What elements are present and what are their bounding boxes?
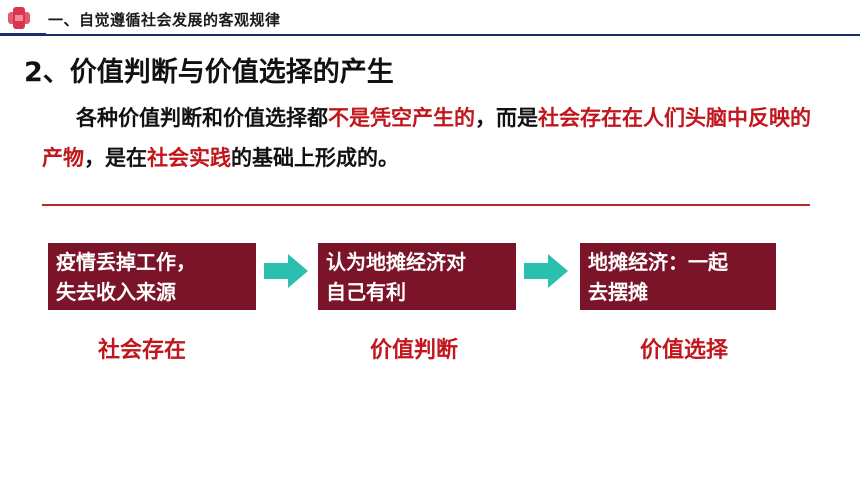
label-value-judgment: 价值判断 (370, 338, 459, 363)
flow-box-social-existence: 疫情丢掉工作， 失去收入来源 (48, 243, 256, 310)
label-social-existence: 社会存在 (98, 338, 187, 363)
para-text: 各种价值判断和价值选择都 (76, 106, 328, 130)
arrow-right-icon (264, 254, 308, 288)
para-text: ，而是 (475, 106, 538, 130)
body-paragraph: 各种价值判断和价值选择都不是凭空产生的，而是社会存在在人们头脑中反映的产物，是在… (42, 98, 812, 178)
para-text: ，是在 (84, 146, 147, 170)
arrow-right-icon (524, 254, 568, 288)
box-line: 去摆摊 (588, 280, 648, 304)
box-line: 疫情丢掉工作， (56, 250, 196, 274)
header-accent-line (0, 33, 46, 36)
slide-heading: 2、价值判断与价值选择的产生 (24, 57, 394, 88)
header-divider (46, 34, 860, 36)
flow-box-value-judgment: 认为地摊经济对 自己有利 (318, 243, 516, 310)
label-value-choice: 价值选择 (640, 338, 729, 363)
box-line: 自己有利 (326, 280, 406, 304)
top-bar: 一、自觉遵循社会发展的客观规律 (0, 0, 860, 36)
para-highlight: 社会存在在人们头脑中反映的产物 (42, 106, 811, 170)
para-highlight: 社会实践 (147, 146, 231, 170)
section-title: 一、自觉遵循社会发展的客观规律 (48, 11, 281, 29)
flow-box-value-choice: 地摊经济：一起 去摆摊 (580, 243, 776, 310)
content-divider (42, 204, 810, 206)
logo-icon (8, 7, 30, 29)
box-line: 地摊经济：一起 (588, 250, 728, 274)
box-line: 认为地摊经济对 (326, 250, 466, 274)
para-text: 的基础上形成的。 (231, 146, 399, 170)
para-highlight: 不是凭空产生的 (328, 106, 475, 130)
box-line: 失去收入来源 (56, 280, 176, 304)
